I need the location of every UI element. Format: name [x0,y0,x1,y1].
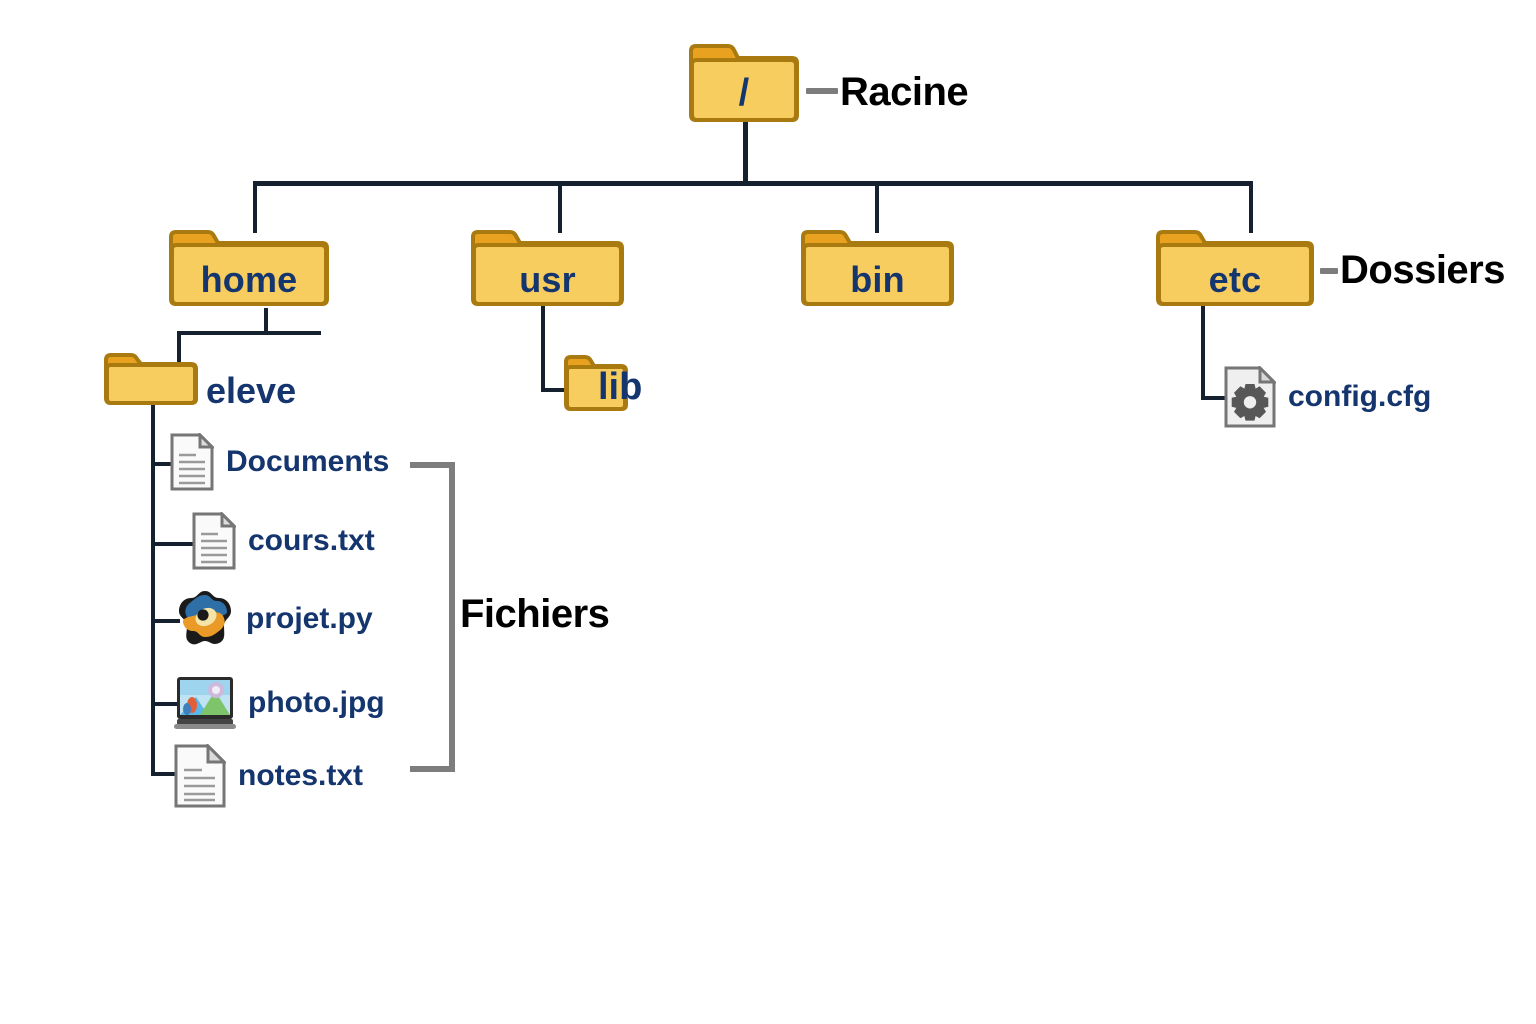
connector-eleve-stub-3 [151,619,180,623]
folder-root[interactable]: / [688,42,800,124]
file-row-cours[interactable]: cours.txt [192,512,375,570]
file-row-notes[interactable]: notes.txt [174,744,363,808]
folder-icon [471,230,624,306]
connector-home-stem [264,308,268,335]
dossiers-dash [1320,268,1338,274]
fichiers-bracket [410,462,455,772]
callout-racine: Racine [840,70,969,114]
document-icon [174,744,226,808]
file-row-projet[interactable]: projet.py [176,588,373,650]
connector-usr-lib-foot [541,388,567,392]
connector-home-bus [177,331,321,335]
connector-etc-config-foot [1201,396,1227,400]
connector-etc-to-config [1201,306,1205,400]
connector-eleve-stub-5 [151,772,180,776]
file-label: notes.txt [238,759,364,792]
folder-etc[interactable]: etc [1155,228,1315,308]
connector-home-to-eleve [177,331,181,363]
connector-usr-to-lib [541,306,545,392]
file-label: photo.jpg [248,686,385,719]
connector-level1-bus [253,181,1253,186]
folder-icon [104,353,198,405]
file-row-photo[interactable]: photo.jpg [174,675,385,731]
folder-bin[interactable]: bin [800,228,955,308]
folder-lib-label: lib [598,366,643,408]
connector-to-home [253,181,257,233]
folder-home[interactable]: home [168,228,330,308]
folder-icon [564,355,628,411]
folder-lib[interactable] [563,354,629,412]
connector-eleve-stub-4 [151,702,180,706]
image-icon [174,677,236,729]
connector-root-stem [743,122,748,184]
python-icon [179,591,231,645]
folder-eleve[interactable] [103,352,199,406]
folder-icon [169,230,329,306]
connector-eleve-stub-1 [151,462,176,466]
callout-dossiers: Dossiers [1340,248,1505,292]
connector-to-bin [875,181,879,233]
document-icon [170,433,214,491]
callout-fichiers: Fichiers [460,592,610,636]
connector-to-etc [1249,181,1253,233]
gear-document-icon [1224,366,1276,428]
file-row-documents[interactable]: Documents [170,433,389,491]
file-label: Documents [226,445,390,478]
folder-eleve-label: eleve [206,370,297,411]
racine-dash [806,88,838,94]
connector-eleve-stub-2 [151,542,197,546]
file-label: projet.py [246,602,373,635]
connector-to-usr [558,181,562,233]
file-config-label: config.cfg [1288,380,1432,413]
folder-icon [689,44,799,122]
folder-icon [1156,230,1314,306]
file-label: cours.txt [248,524,375,557]
folder-usr[interactable]: usr [470,228,625,308]
connector-eleve-trunk [151,404,155,776]
document-icon [192,512,236,570]
folder-icon [801,230,954,306]
file-row-config[interactable]: config.cfg [1224,366,1431,428]
